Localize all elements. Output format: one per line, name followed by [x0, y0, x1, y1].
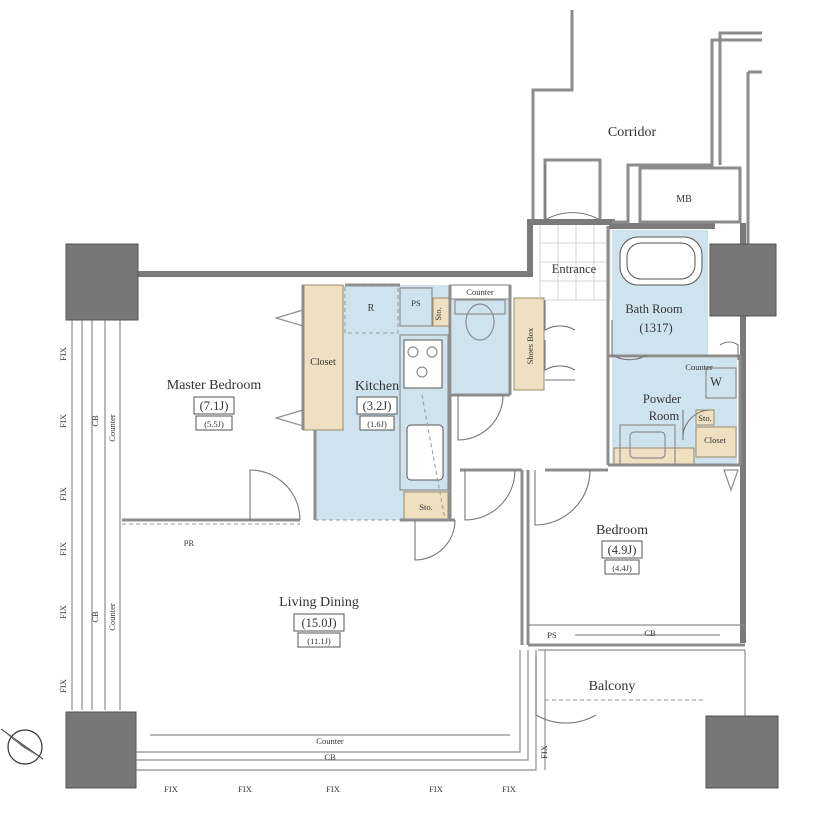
column-right-bottom: [705, 715, 779, 789]
label-closet-master: Closet: [310, 357, 336, 368]
shoes-box: [513, 297, 545, 391]
label-ps-top: PS: [411, 298, 421, 308]
walls: [71, 10, 762, 771]
column-bottom-left: [65, 711, 137, 789]
label-bedroom-size: (4.9J): [608, 543, 637, 557]
room-labels: Corridor MB Entrance Bath Room (1317) Po…: [167, 125, 692, 694]
label-fix-bottom-2: FIX: [238, 784, 252, 794]
label-kitchen-sub: (1.6J): [367, 419, 387, 429]
fixture-labels: Closet R PS Sto. Counter Shoes Box Sto. …: [90, 287, 726, 762]
label-fix-left-5: FIX: [58, 605, 68, 619]
label-shoes-box: Shoes Box: [525, 327, 535, 364]
wet-areas: [315, 230, 737, 520]
label-corridor: Corridor: [608, 125, 657, 140]
label-living-dining: Living Dining: [279, 595, 359, 610]
label-sto-toilet: Sto.: [433, 307, 443, 320]
label-bedroom-sub: (4.4J): [612, 563, 632, 573]
label-kitchen-size: (3.2J): [363, 399, 392, 413]
label-pr: PR: [184, 538, 195, 548]
label-counter-bottom: Counter: [316, 736, 344, 746]
columns: [65, 243, 779, 789]
label-counter-left-1: Counter: [107, 414, 117, 442]
window-labels: FIX FIX FIX FIX FIX FIX FIX FIX FIX FIX …: [58, 347, 549, 794]
label-fix-balcony: FIX: [539, 745, 549, 759]
label-fix-bottom-1: FIX: [164, 784, 178, 794]
column-top-left: [65, 243, 139, 321]
label-refrigerator: R: [368, 303, 375, 314]
label-fix-left-1: FIX: [58, 347, 68, 361]
toilet-floor: [452, 300, 510, 395]
closet-master: [302, 284, 344, 431]
sto-powder: [695, 409, 715, 426]
label-fix-bottom-5: FIX: [502, 784, 516, 794]
compass-icon: [0, 728, 44, 765]
label-cb-left-2: CB: [90, 611, 100, 623]
label-counter-powder: Counter: [685, 362, 713, 372]
label-cb-bedroom: CB: [644, 628, 656, 638]
label-sto-kitchen: Sto.: [419, 502, 432, 512]
label-bath-size: (1317): [639, 321, 672, 335]
label-fix-left-6: FIX: [58, 679, 68, 693]
label-washer: W: [710, 375, 722, 389]
label-ps-bottom: PS: [547, 630, 557, 640]
label-master-bedroom: Master Bedroom: [167, 378, 262, 393]
label-powder-2: Room: [649, 409, 680, 423]
door-swings: [249, 165, 739, 724]
label-counter-top: Counter: [466, 287, 494, 297]
powder-floor-strip: [613, 447, 695, 465]
label-master-bedroom-sub: (5.5J): [204, 419, 224, 429]
label-closet-bedroom: Closet: [704, 435, 726, 445]
closet-bedroom: [695, 426, 737, 458]
label-sto-powder: Sto.: [698, 413, 711, 423]
column-right-top: [709, 243, 777, 317]
label-fix-left-2: FIX: [58, 414, 68, 428]
label-bath-room: Bath Room: [625, 302, 683, 316]
label-living-dining-sub: (11.1J): [307, 636, 331, 646]
label-fix-left-4: FIX: [58, 542, 68, 556]
label-living-dining-size: (15.0J): [301, 616, 336, 630]
label-cb-left-1: CB: [90, 415, 100, 427]
label-bedroom: Bedroom: [596, 523, 648, 538]
label-fix-left-3: FIX: [58, 487, 68, 501]
label-fix-bottom-3: FIX: [326, 784, 340, 794]
label-powder-1: Powder: [643, 392, 682, 406]
label-mb: MB: [676, 194, 692, 205]
label-master-bedroom-size: (7.1J): [200, 399, 229, 413]
label-fix-bottom-4: FIX: [429, 784, 443, 794]
label-cb-bottom: CB: [324, 752, 336, 762]
label-entrance: Entrance: [552, 262, 597, 276]
label-balcony: Balcony: [589, 679, 636, 694]
label-kitchen: Kitchen: [355, 379, 399, 394]
storage-areas: [302, 284, 737, 521]
label-counter-left-2: Counter: [107, 603, 117, 631]
